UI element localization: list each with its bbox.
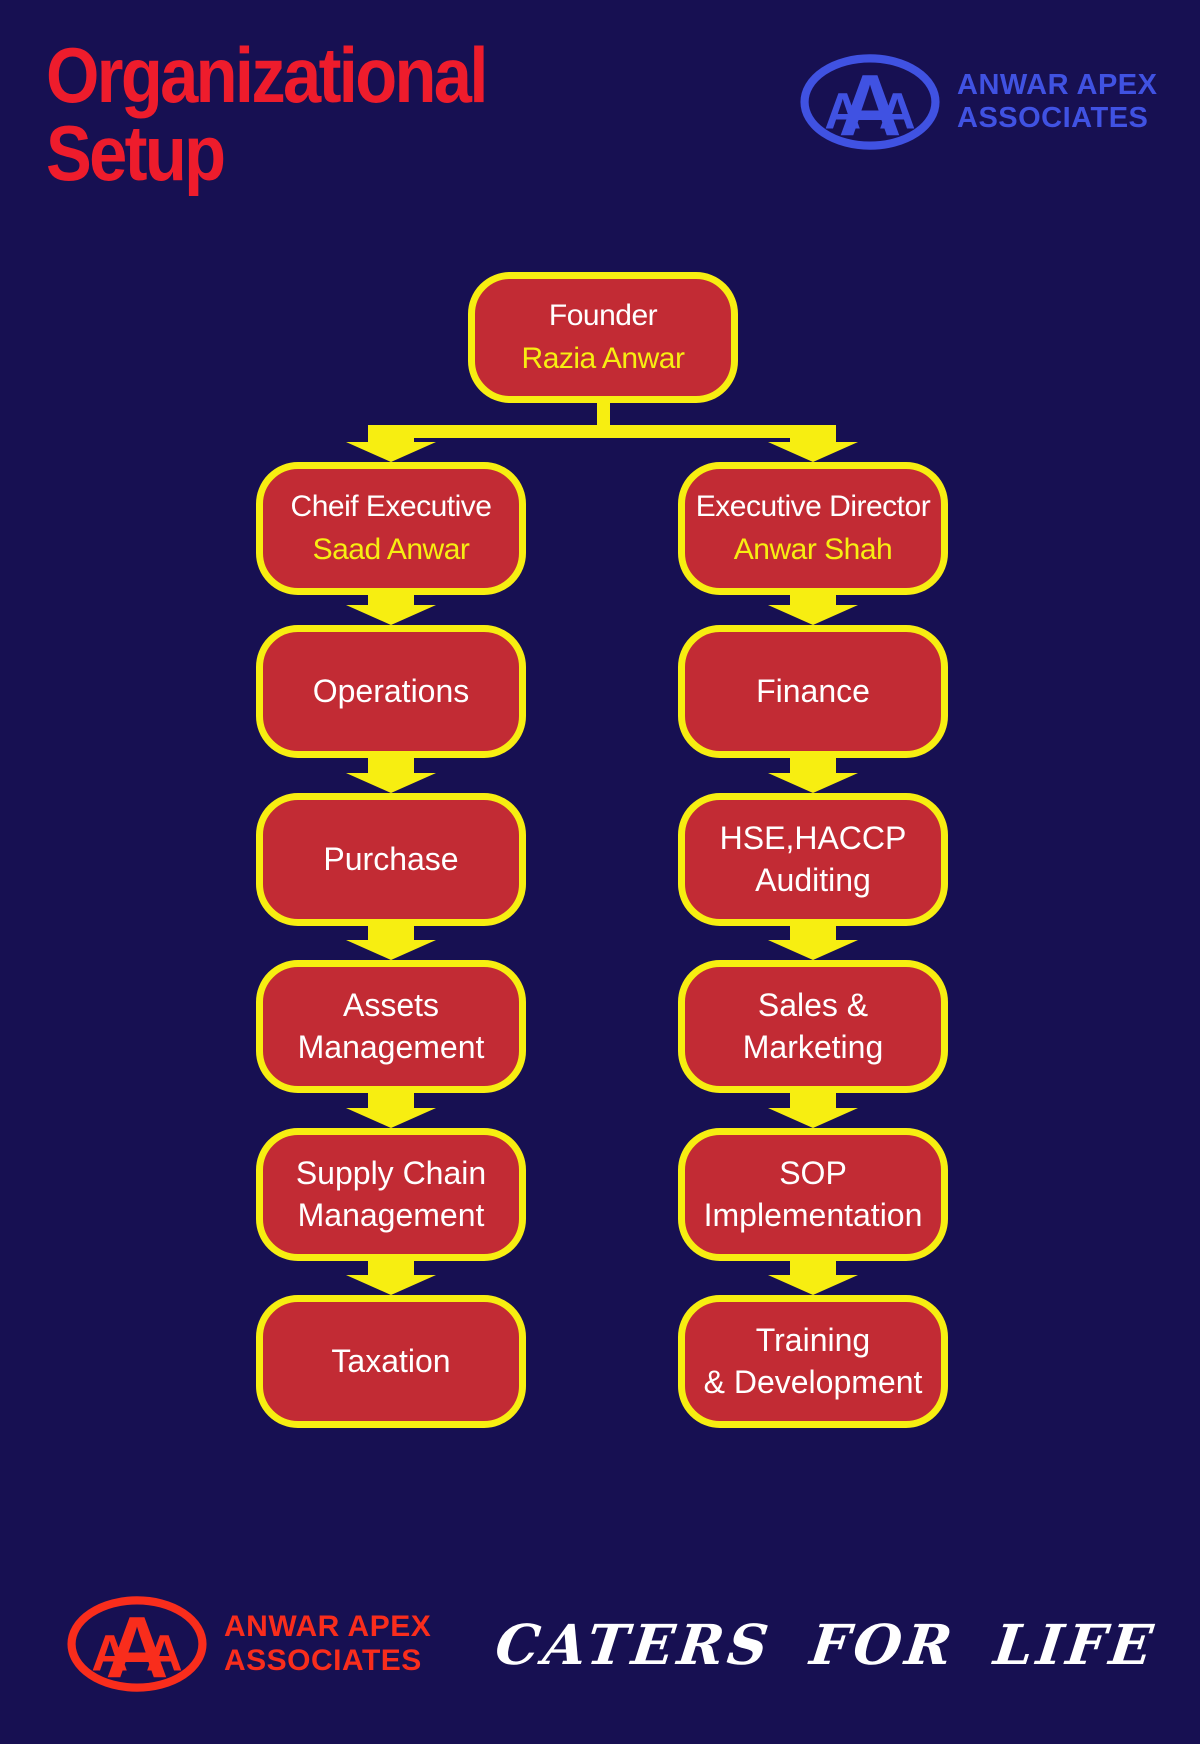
down-arrow-icon xyxy=(346,758,436,793)
box-taxation: Taxation xyxy=(256,1295,526,1428)
down-arrow-icon xyxy=(768,758,858,793)
chief-executive-role: Cheif Executive xyxy=(290,490,492,523)
title-line-1: Organizational xyxy=(46,31,488,119)
aaa-logo-icon: A A A xyxy=(800,54,940,152)
logo-oval xyxy=(800,54,940,150)
executive-director-person: Anwar Shah xyxy=(733,532,893,566)
sales-marketing-label: Sales & Marketing xyxy=(742,986,884,1065)
aaa-logo-icon: A A A xyxy=(67,1596,207,1694)
down-arrow-icon xyxy=(768,1093,858,1128)
down-arrow-icon xyxy=(346,1261,436,1295)
box-supply-chain-management: Supply Chain Management xyxy=(256,1128,526,1261)
logo-letter-a2: A xyxy=(838,58,901,152)
training-development-label: Training & Development xyxy=(703,1321,923,1400)
box-operations: Operations xyxy=(256,625,526,758)
box-executive-director: Executive Director Anwar Shah xyxy=(678,462,948,595)
founder-person: Razia Anwar xyxy=(521,341,685,375)
down-arrow-icon xyxy=(346,595,436,625)
brand-bottom: A A A ANWAR APEX ASSOCIATES xyxy=(62,1594,431,1694)
page-title: Organizational Setup xyxy=(46,31,488,197)
down-arrow-icon xyxy=(768,431,858,462)
down-arrow-icon xyxy=(346,926,436,960)
taxation-label: Taxation xyxy=(331,1342,451,1379)
connector-stub xyxy=(597,400,610,426)
company-name-bottom: ANWAR APEX ASSOCIATES xyxy=(224,1610,431,1678)
sop-implementation-label: SOP Implementation xyxy=(703,1154,923,1233)
finance-label: Finance xyxy=(756,672,870,709)
logo-letter-a2: A xyxy=(105,1600,168,1694)
tagline: CATERS FOR LIFE xyxy=(491,1612,1160,1677)
box-founder: Founder Razia Anwar xyxy=(468,272,738,403)
down-arrow-icon xyxy=(346,1093,436,1128)
founder-role: Founder xyxy=(548,299,658,332)
company-name-top: ANWAR APEX ASSOCIATES xyxy=(957,69,1158,135)
logo-letter-a1: A xyxy=(91,1624,128,1681)
assets-management-label: Assets Management xyxy=(297,986,485,1065)
purchase-label: Purchase xyxy=(323,840,459,877)
operations-label: Operations xyxy=(312,672,470,709)
chief-executive-person: Saad Anwar xyxy=(312,532,470,566)
title-line-2: Setup xyxy=(46,109,226,197)
box-chief-executive: Cheif Executive Saad Anwar xyxy=(256,462,526,595)
box-assets-management: Assets Management xyxy=(256,960,526,1093)
connector-crossbar xyxy=(368,425,836,438)
executive-director-role: Executive Director xyxy=(695,490,931,523)
hse-haccp-auditing-label: HSE,HACCP Auditing xyxy=(719,819,907,898)
company-name-line-1: ANWAR APEX xyxy=(224,1610,432,1644)
company-name-line-1: ANWAR APEX xyxy=(957,69,1158,102)
brand-top: A A A ANWAR APEX ASSOCIATES xyxy=(795,52,1158,152)
logo-letter-a3: A xyxy=(879,82,916,139)
box-training-development: Training & Development xyxy=(678,1295,948,1428)
box-sales-marketing: Sales & Marketing xyxy=(678,960,948,1093)
down-arrow-icon xyxy=(768,926,858,960)
down-arrow-icon xyxy=(768,595,858,625)
down-arrow-icon xyxy=(346,431,436,462)
supply-chain-management-label: Supply Chain Management xyxy=(295,1154,487,1233)
box-finance: Finance xyxy=(678,625,948,758)
box-hse-haccp-auditing: HSE,HACCP Auditing xyxy=(678,793,948,926)
logo-letter-a3: A xyxy=(146,1624,183,1681)
box-sop-implementation: SOP Implementation xyxy=(678,1128,948,1261)
box-purchase: Purchase xyxy=(256,793,526,926)
down-arrow-icon xyxy=(768,1261,858,1295)
logo-letter-a1: A xyxy=(824,82,861,139)
logo-oval xyxy=(67,1596,207,1692)
company-name-line-2: ASSOCIATES xyxy=(224,1644,422,1677)
company-name-line-2: ASSOCIATES xyxy=(957,102,1149,134)
